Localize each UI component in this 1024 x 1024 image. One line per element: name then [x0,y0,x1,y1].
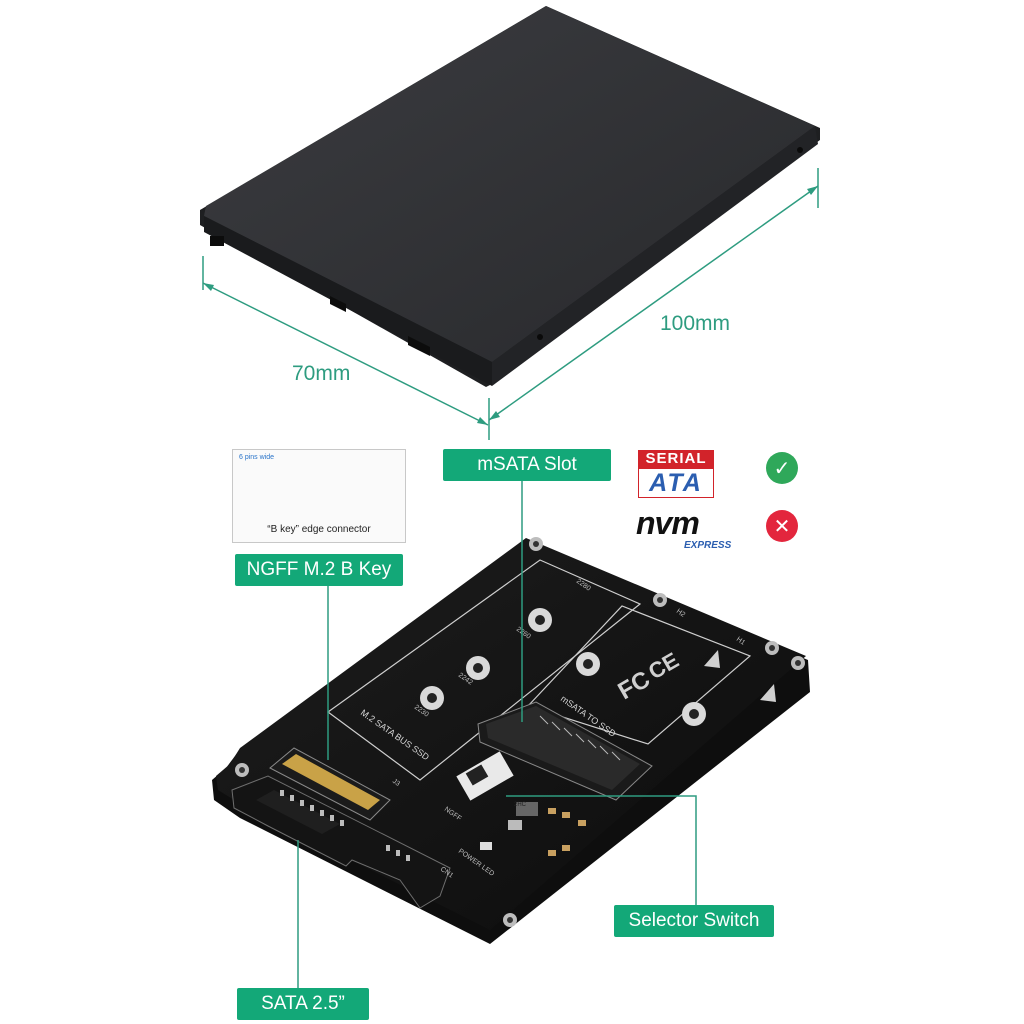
msata-slot-label: mSATA Slot [443,449,611,481]
silkscreen-switch-mark: 2HC [514,802,527,808]
pins-wide-label: 6 pins wide [239,454,275,461]
adapter-pcb: FC CE [212,537,810,944]
sata-25-label: SATA 2.5” [237,988,369,1020]
screw-hole [537,334,543,340]
serial-ata-logo-top: SERIAL [638,450,714,468]
cross-icon: ✕ [766,510,798,542]
edge-connector-caption: “B key” edge connector [267,524,371,535]
nvm-express-sub: EXPRESS [684,540,732,551]
selector-switch-label: Selector Switch [614,905,774,937]
enclosure-port [210,236,224,246]
edge-connector-inset: 6 pins wide “B key” edge connector [232,449,406,543]
dimension-lines [202,168,819,440]
width-dimension-label: 70mm [292,362,351,385]
silkscreen-h1: H1 [735,636,746,647]
serial-ata-logo: SERIAL ATA [638,450,714,498]
callout-lines [297,480,697,990]
ssd-enclosure [200,6,820,387]
screw-hole [797,147,803,153]
length-dimension-label: 100mm [660,312,731,335]
silkscreen-h2: H2 [675,608,686,619]
ngff-label: NGFF M.2 B Key [235,554,403,586]
nvm-express-logo: nvm [636,505,700,541]
silkscreen-j3: J3 [391,778,401,788]
serial-ata-logo-bottom: ATA [638,468,714,498]
check-icon: ✓ [766,452,798,484]
